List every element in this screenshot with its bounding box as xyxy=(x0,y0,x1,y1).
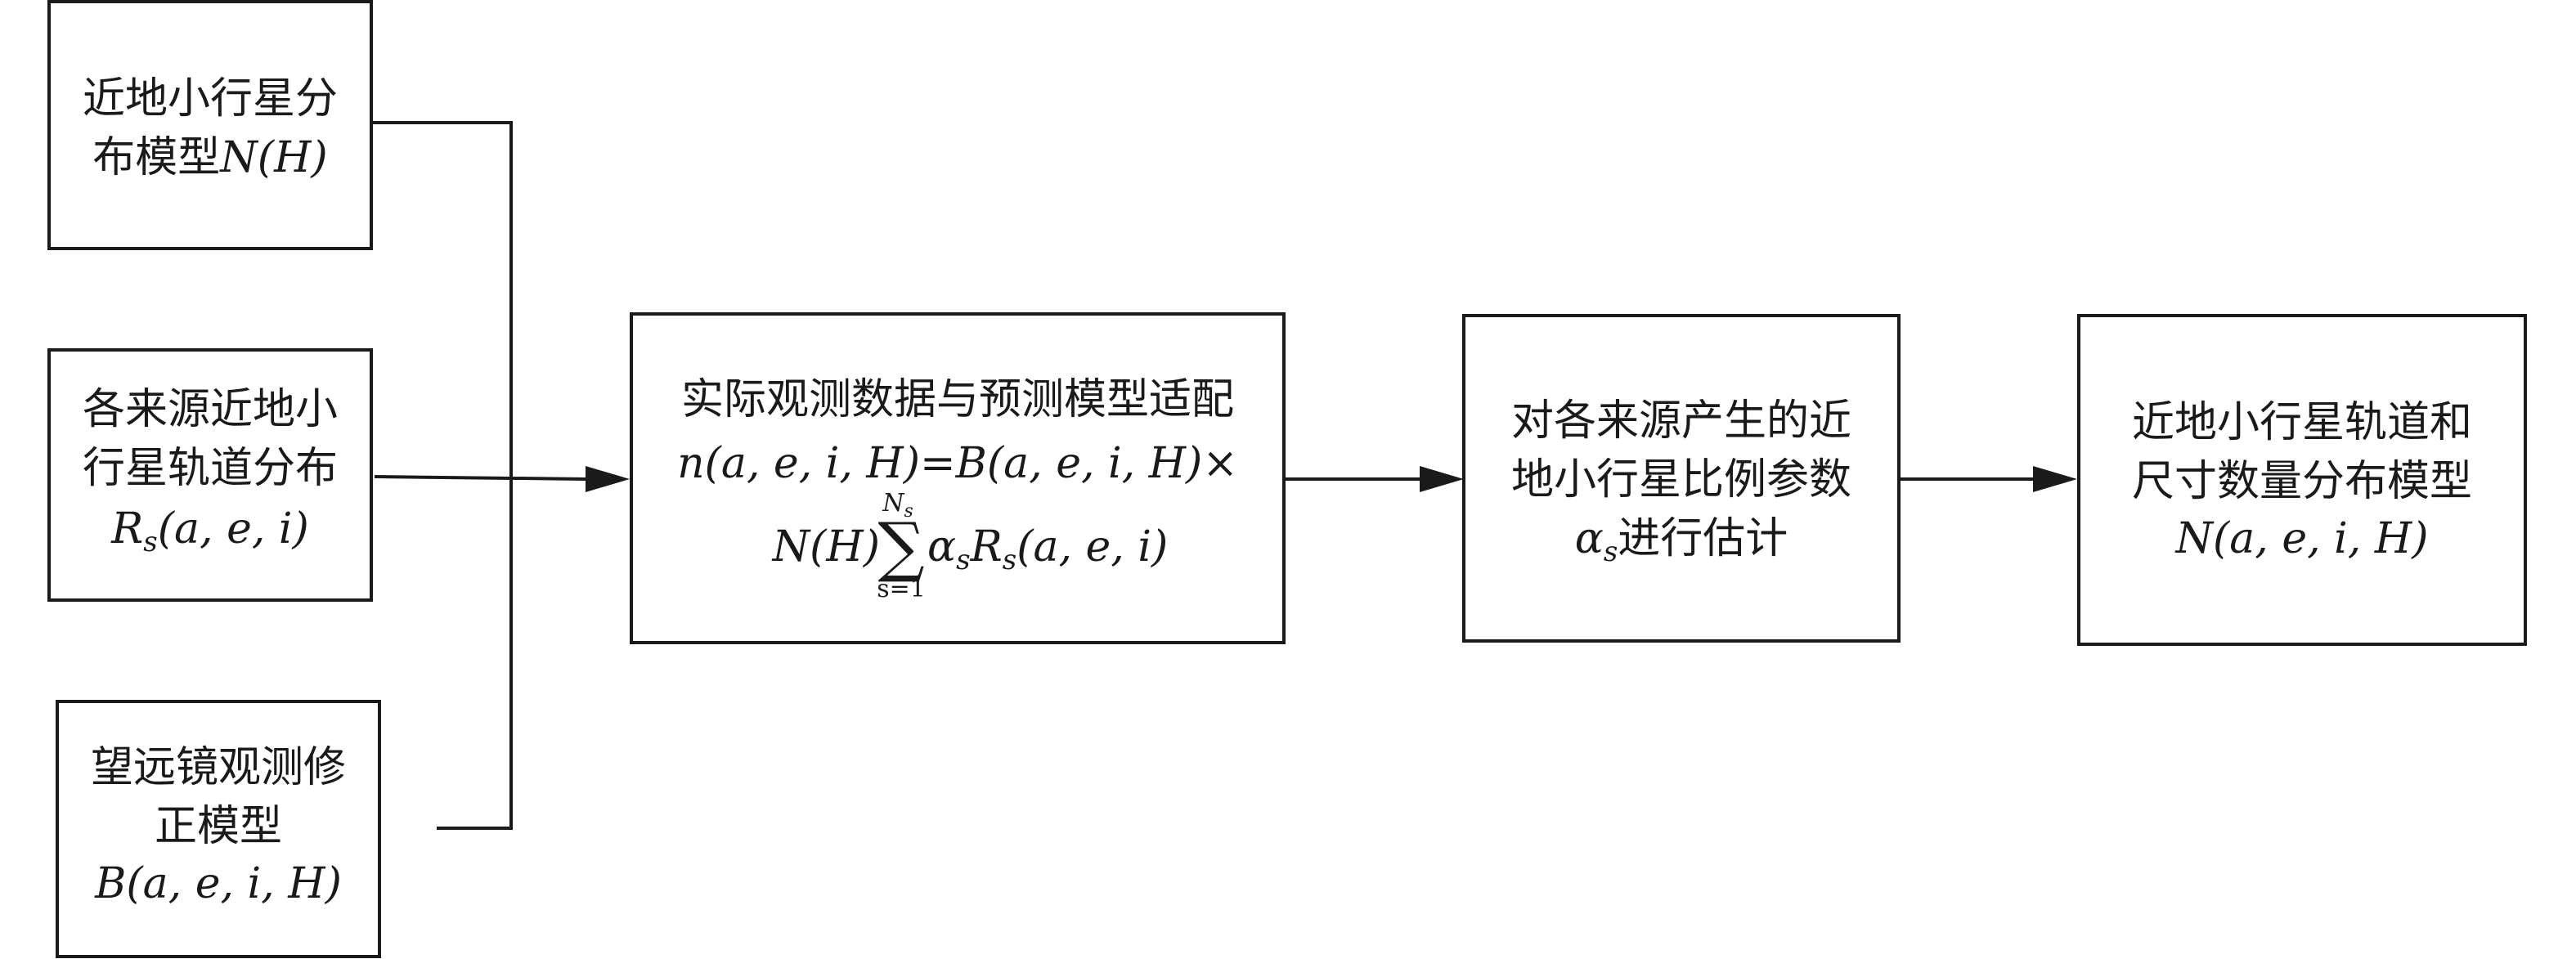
node-final-model-line2: 尺寸数量分布模型 xyxy=(2132,457,2472,506)
node-final-model-expr: N(a, e, i, H) xyxy=(2174,514,2428,563)
node-estimation-line2: 地小行星比例参数 xyxy=(1511,455,1851,504)
node-fitting-box xyxy=(630,312,1286,644)
node-neo-distribution-box xyxy=(47,0,373,250)
node-fitting-sum-upper: Ns xyxy=(882,489,913,522)
node-telescope-model-expr: B(a, e, i, H) xyxy=(94,859,342,908)
node-neo-distribution-line1: 近地小行星分 xyxy=(83,74,338,123)
node-final-model: 近地小行星轨道和 尺寸数量分布模型 N(a, e, i, H) xyxy=(2077,314,2527,646)
arrow-to-fitting xyxy=(586,466,630,492)
node-source-orbits-line1: 各来源近地小 xyxy=(83,385,338,434)
edge-source-to-fitting xyxy=(374,475,586,481)
arrow-to-estimation xyxy=(1420,466,1464,492)
node-source-orbits-box xyxy=(47,348,373,602)
node-fitting-equation-line1: n(a, e, i, H)=B(a, e, i, H)× xyxy=(677,439,1238,488)
node-source-orbits-line2: 行星轨道分布 xyxy=(83,444,338,493)
merge-bracket xyxy=(371,121,513,830)
node-fitting-sum-lower: s=1 xyxy=(877,575,926,603)
node-telescope-model-line1: 望远镜观测修 xyxy=(91,743,346,792)
node-neo-distribution: 近地小行星分 布模型N(H) xyxy=(47,0,373,250)
node-fitting-sum-symbol: ∑ xyxy=(877,509,924,585)
node-estimation: 对各来源产生的近 地小行星比例参数 αs进行估计 xyxy=(1462,314,1901,643)
node-fitting-equation-terms: αsRs(a, e, i) xyxy=(927,522,1168,576)
node-final-model-line1: 近地小行星轨道和 xyxy=(2132,398,2472,447)
node-telescope-model-box xyxy=(56,700,381,958)
node-fitting-equation-prefix: N(H) xyxy=(771,522,880,571)
arrow-to-final xyxy=(2033,466,2077,492)
node-estimation-line3: αs进行估计 xyxy=(1575,514,1788,568)
node-fitting: 实际观测数据与预测模型适配 n(a, e, i, H)=B(a, e, i, H… xyxy=(630,312,1286,644)
node-telescope-model-line2: 正模型 xyxy=(155,802,282,851)
node-source-orbits: 各来源近地小 行星轨道分布 Rs(a, e, i) xyxy=(47,348,373,602)
node-estimation-box xyxy=(1462,314,1901,643)
connectors xyxy=(371,121,2077,830)
node-estimation-line1: 对各来源产生的近 xyxy=(1511,397,1851,446)
node-fitting-title: 实际观测数据与预测模型适配 xyxy=(681,375,1234,424)
node-neo-distribution-line2: 布模型N(H) xyxy=(92,133,327,182)
node-telescope-model: 望远镜观测修 正模型 B(a, e, i, H) xyxy=(56,700,381,958)
node-source-orbits-expr: Rs(a, e, i) xyxy=(110,504,309,558)
node-final-model-box xyxy=(2077,314,2527,646)
